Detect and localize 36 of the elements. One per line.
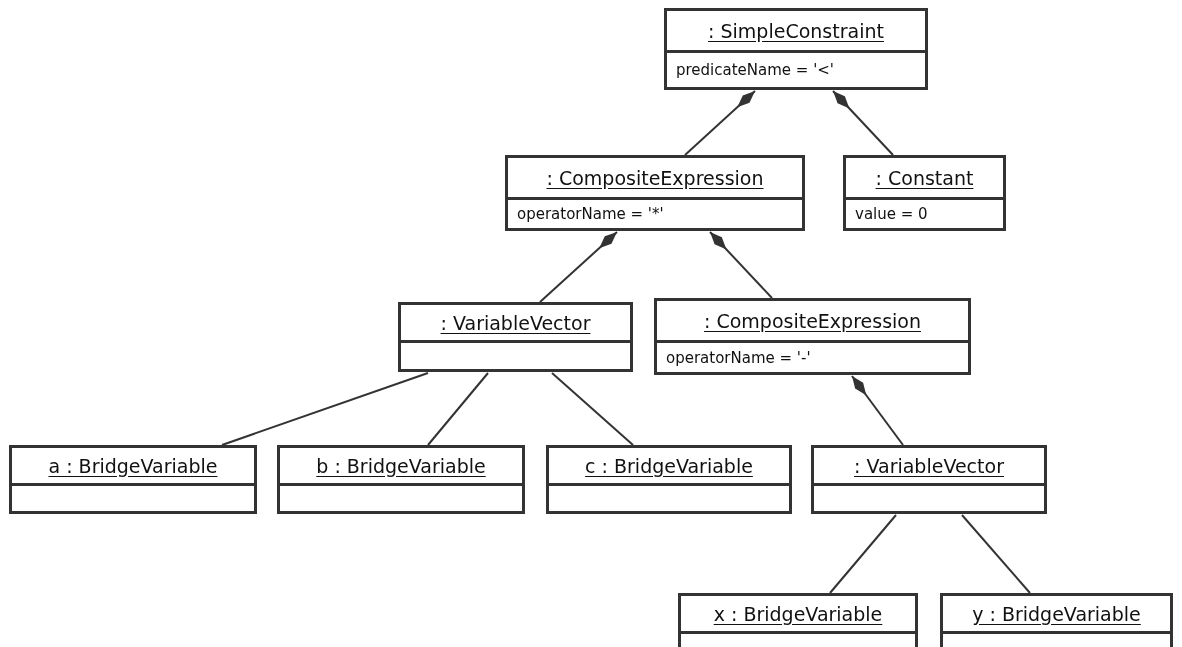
object-name: y : BridgeVariable [972, 602, 1141, 625]
attribute-value: operatorName = '-' [666, 348, 811, 367]
object-box [940, 593, 1173, 647]
object-name: a : BridgeVariable [48, 454, 218, 477]
link-line [221, 372, 429, 446]
composition-line [539, 231, 618, 303]
object-name: : SimpleConstraint [708, 19, 884, 42]
object-box [678, 593, 918, 647]
object-box [664, 8, 928, 90]
object-box [398, 302, 633, 372]
object-box [654, 298, 971, 375]
object-name: b : BridgeVariable [316, 454, 486, 477]
object-box [277, 445, 525, 514]
object-box [843, 155, 1006, 231]
object-box [9, 445, 257, 514]
composition-line [832, 90, 894, 156]
link-line [961, 514, 1031, 594]
object-name: : VariableVector [440, 311, 591, 334]
object-name: : Constant [875, 166, 974, 189]
object-name: : CompositeExpression [546, 166, 764, 189]
object-name: : VariableVector [854, 454, 1004, 477]
object-box [811, 445, 1047, 514]
composition-line [684, 90, 756, 156]
composition-line [851, 375, 904, 446]
attribute-value: operatorName = '*' [517, 205, 664, 223]
object-name: c : BridgeVariable [585, 454, 753, 477]
object-name: x : BridgeVariable [713, 602, 883, 625]
link-line [427, 372, 489, 446]
attribute-value: value = 0 [855, 205, 928, 223]
link-line [829, 514, 897, 594]
object-name: : CompositeExpression [704, 309, 921, 332]
link-line [551, 372, 634, 446]
object-box [505, 155, 805, 231]
attribute-value: predicateName = '<' [676, 61, 834, 79]
object-box [546, 445, 792, 514]
composition-line [709, 231, 773, 299]
